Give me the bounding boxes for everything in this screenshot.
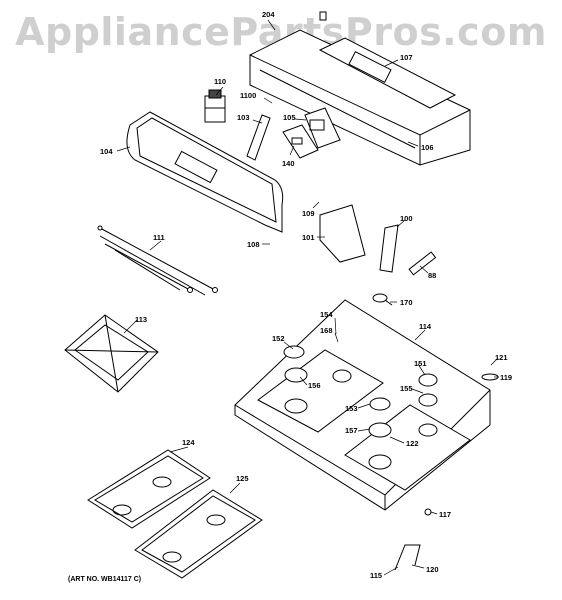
callout-label: 114 bbox=[419, 322, 432, 331]
callout-label: 110 bbox=[214, 77, 226, 86]
bracket bbox=[246, 114, 271, 161]
callout-label: 154 bbox=[320, 310, 333, 319]
backsplash-panel bbox=[249, 29, 471, 166]
drip-pan-right bbox=[134, 489, 263, 579]
leader-lines bbox=[116, 19, 499, 576]
callout-label: 140 bbox=[282, 159, 295, 168]
callout-label: 120 bbox=[426, 565, 439, 574]
callout-label: 106 bbox=[421, 143, 434, 152]
callout-label: 121 bbox=[495, 353, 508, 362]
screw bbox=[372, 293, 393, 306]
callout-label: 113 bbox=[135, 315, 147, 324]
spark-module bbox=[204, 89, 226, 123]
callout-label: 125 bbox=[236, 474, 249, 483]
callout-label: 88 bbox=[428, 271, 436, 280]
callout-label: 100 bbox=[400, 214, 413, 223]
callout-label: 115 bbox=[370, 571, 382, 580]
callout-labels: 204 107 110 1100 103 105 140 104 106 109 100 101 88 1… bbox=[100, 10, 512, 580]
callout-label: 108 bbox=[247, 240, 260, 249]
callout-label: 119 bbox=[500, 373, 512, 382]
wire-harness bbox=[97, 225, 218, 296]
callout-label: 103 bbox=[237, 113, 250, 122]
callout-label: 101 bbox=[302, 233, 315, 242]
callout-label: 157 bbox=[345, 426, 358, 435]
clock-timer bbox=[304, 107, 341, 149]
switch-plate bbox=[282, 124, 319, 159]
callout-label: 117 bbox=[439, 510, 451, 519]
drip-pan-left bbox=[87, 449, 211, 529]
wire-clip bbox=[319, 11, 327, 21]
callout-label: 204 bbox=[262, 10, 275, 19]
callout-label: 152 bbox=[272, 334, 285, 343]
clip bbox=[408, 251, 437, 276]
callout-label: 170 bbox=[400, 298, 413, 307]
callout-label: 1100 bbox=[240, 91, 256, 100]
callout-label: 109 bbox=[302, 209, 315, 218]
callout-label: 104 bbox=[100, 147, 113, 156]
cooktop-main bbox=[234, 299, 491, 511]
callout-label: 122 bbox=[406, 439, 419, 448]
callout-label: 168 bbox=[320, 326, 333, 335]
burner-grate bbox=[64, 314, 159, 393]
callout-label: 105 bbox=[283, 113, 296, 122]
art-number: (ART NO. WB14117 C) bbox=[68, 576, 142, 583]
gas-tube bbox=[394, 544, 421, 571]
mount-bracket bbox=[319, 204, 399, 273]
control-panel bbox=[126, 111, 284, 233]
callout-label: 155 bbox=[400, 384, 413, 393]
callout-label: 111 bbox=[153, 233, 165, 242]
callout-label: 124 bbox=[182, 438, 195, 447]
screw-117 bbox=[424, 508, 432, 516]
callout-label: 156 bbox=[308, 381, 321, 390]
callout-label: 151 bbox=[414, 359, 427, 368]
callout-label: 153 bbox=[345, 404, 358, 413]
callout-label: 107 bbox=[400, 53, 413, 62]
